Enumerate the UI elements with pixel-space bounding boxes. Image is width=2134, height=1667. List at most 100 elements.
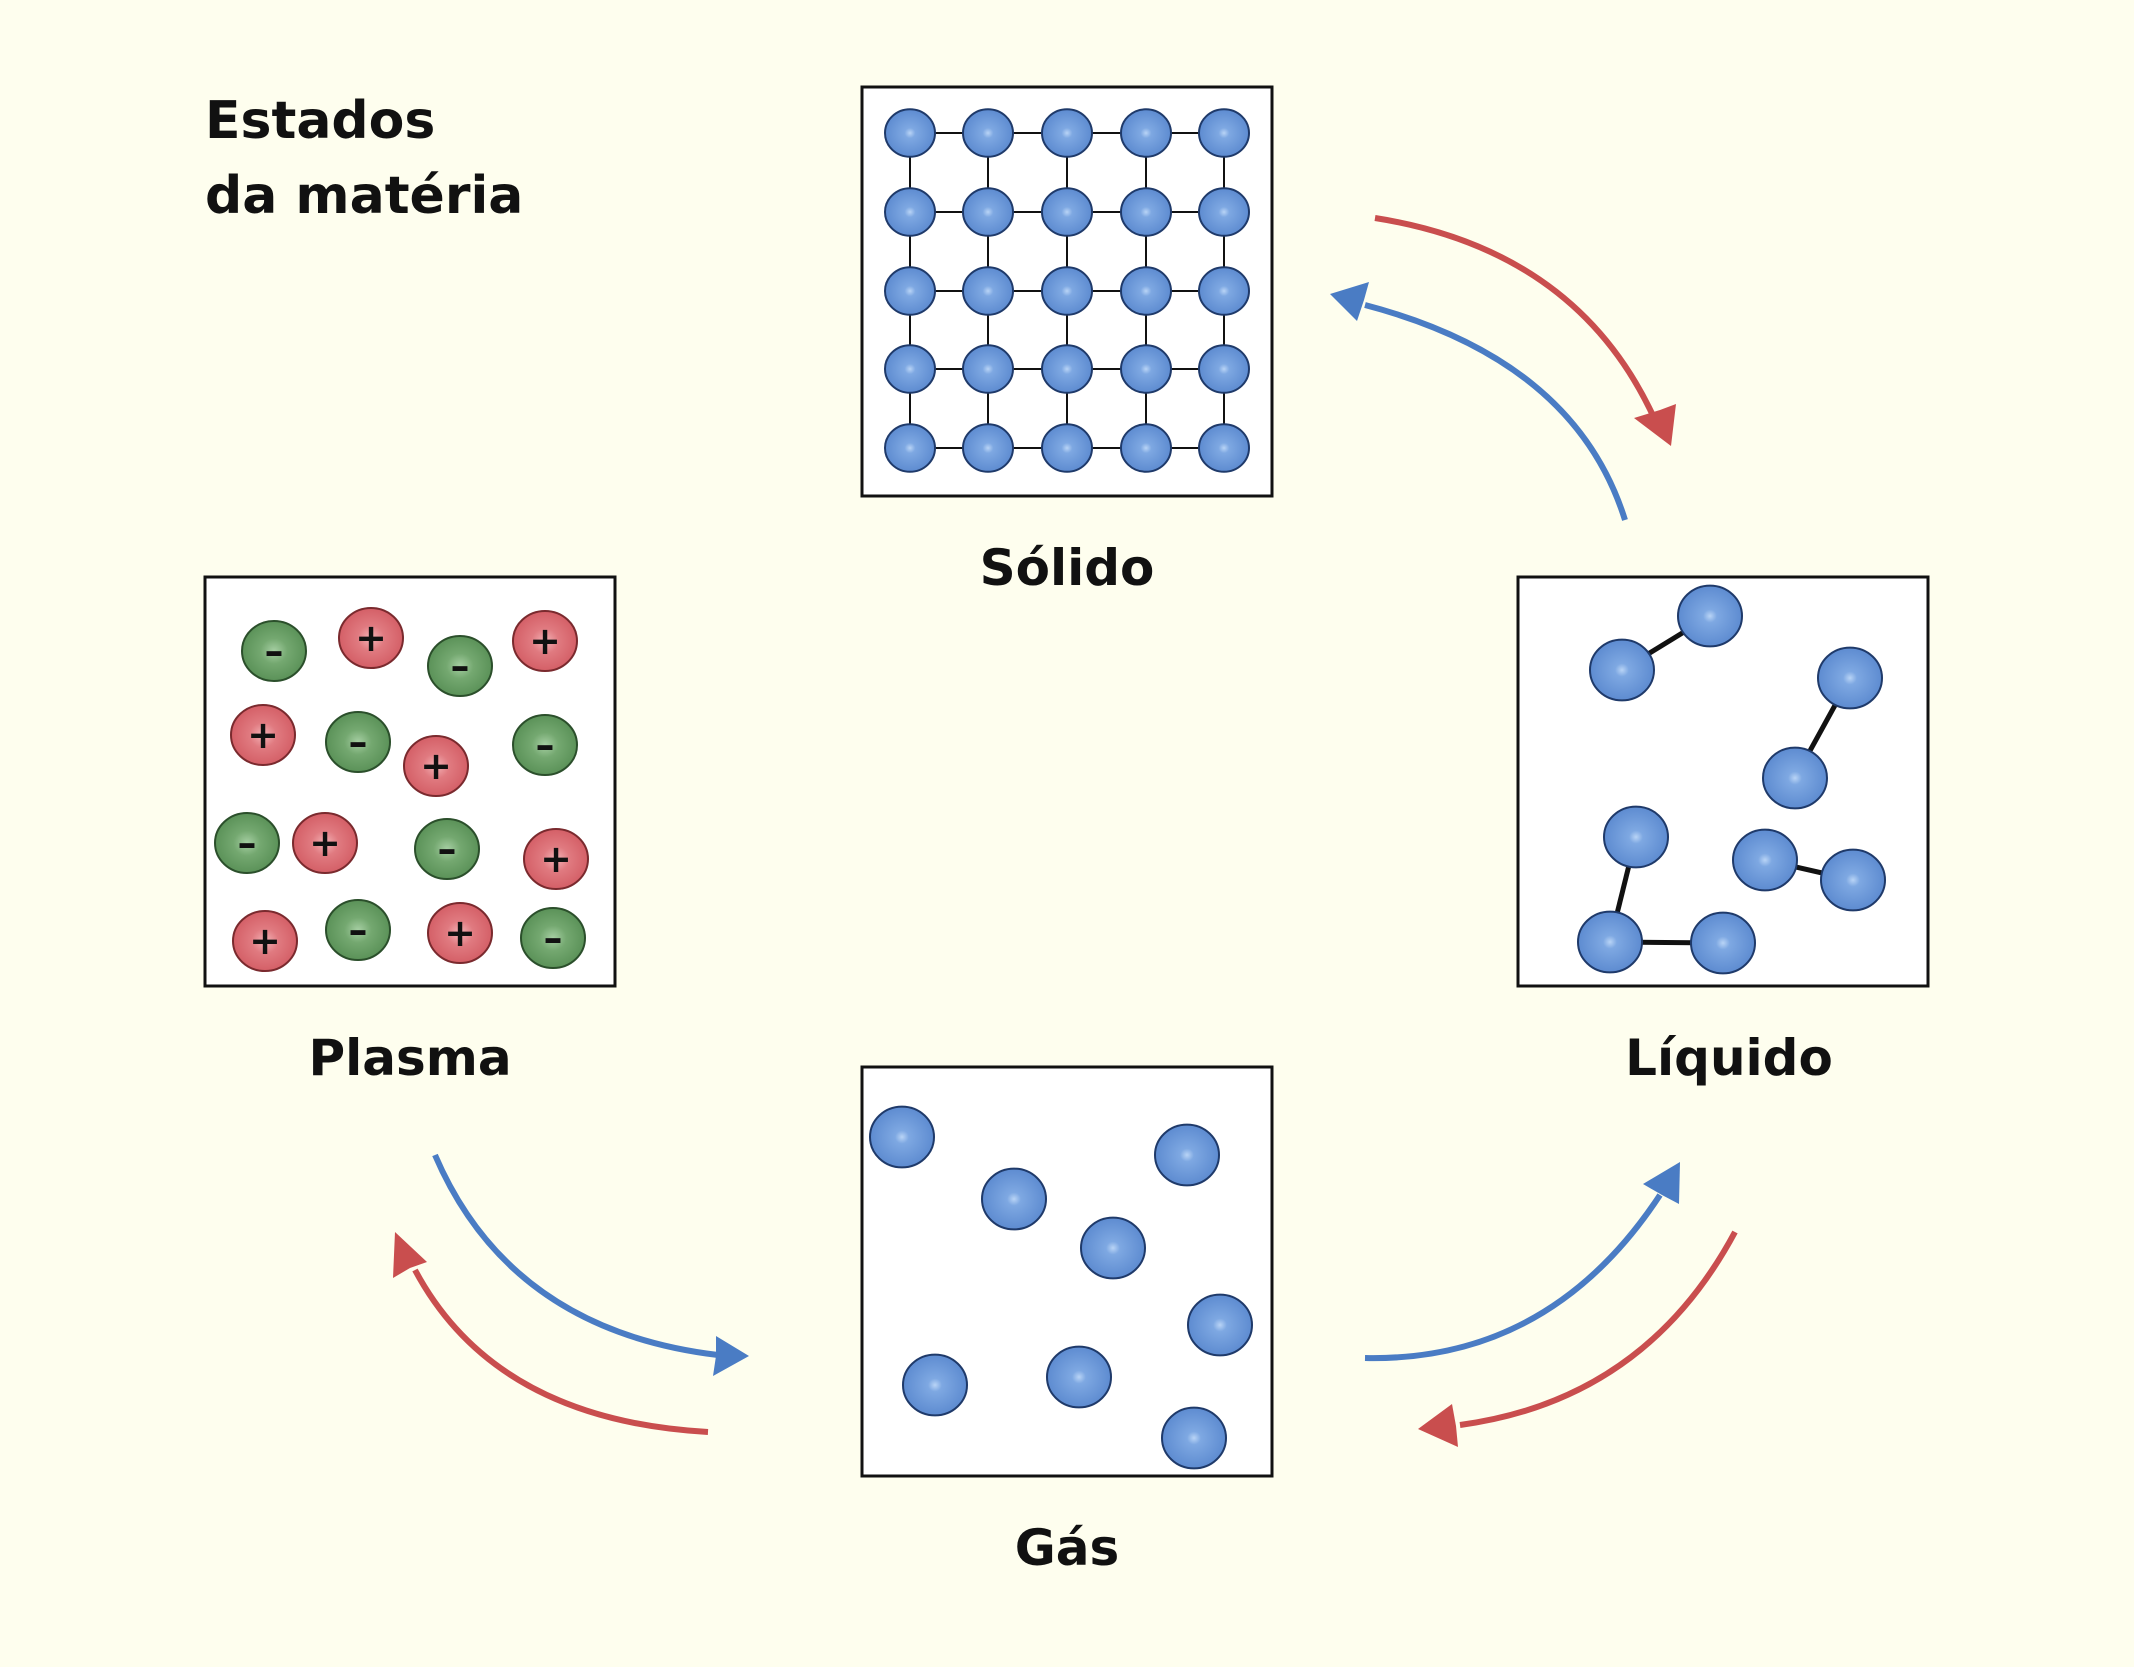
gas-particle — [981, 1167, 1047, 1231]
solid-particle — [1120, 344, 1172, 394]
solid-particle — [962, 344, 1014, 394]
arrow-plasma-to-gas — [432, 1153, 749, 1376]
solid-particles — [884, 108, 1250, 473]
minus-sign-icon: – — [265, 629, 284, 673]
solid-particle — [1041, 266, 1093, 316]
solid-particle — [1198, 423, 1250, 473]
solid-particle — [1041, 108, 1093, 158]
blue-arrow-icon — [1330, 282, 1369, 321]
solid-particle — [884, 108, 936, 158]
plus-sign-icon: + — [247, 713, 279, 757]
liquid-state-box — [1516, 575, 1930, 988]
solid-state-box — [860, 85, 1274, 498]
solid-particle — [884, 266, 936, 316]
gas-particle — [902, 1353, 968, 1417]
negative-ion: – — [214, 812, 280, 874]
solid-particle — [1041, 423, 1093, 473]
minus-sign-icon: – — [349, 720, 368, 764]
liquid-particles — [1577, 584, 1886, 975]
plus-sign-icon: + — [529, 619, 561, 663]
arrow-liquid-to-solid — [1330, 282, 1628, 521]
solid-particle — [962, 266, 1014, 316]
gas-particle — [1161, 1406, 1227, 1470]
arrow-solid-to-liquid — [1374, 215, 1676, 446]
positive-ion: + — [512, 610, 578, 672]
liquid-label: Líquido — [1625, 1029, 1833, 1087]
solid-particle — [1198, 266, 1250, 316]
positive-ion: + — [232, 910, 298, 972]
red-arrow-icon — [1634, 404, 1676, 446]
minus-sign-icon: – — [349, 908, 368, 952]
title-line-1: Estados — [205, 91, 435, 151]
solid-particle — [1198, 108, 1250, 158]
plus-sign-icon: + — [355, 616, 387, 660]
gas-particles — [869, 1105, 1253, 1470]
negative-ion: – — [512, 714, 578, 776]
title-line-2: da matéria — [205, 166, 523, 226]
plus-sign-icon: + — [444, 911, 476, 955]
liquid-particle — [1577, 910, 1643, 974]
negative-ion: – — [414, 818, 480, 880]
plasma-label: Plasma — [308, 1029, 511, 1087]
red-arrow-icon — [393, 1232, 427, 1278]
plus-sign-icon: + — [540, 837, 572, 881]
liquid-particle — [1817, 646, 1883, 710]
arrow-gas-to-liquid — [1364, 1162, 1680, 1362]
liquid-particle — [1690, 911, 1756, 975]
liquid-particle — [1732, 828, 1798, 892]
minus-sign-icon: – — [536, 723, 555, 767]
solid-label: Sólido — [980, 539, 1155, 597]
positive-ion: + — [523, 828, 589, 890]
solid-particle — [884, 344, 936, 394]
gas-label: Gás — [1015, 1519, 1120, 1577]
negative-ion: – — [520, 907, 586, 969]
minus-sign-icon: – — [438, 827, 457, 871]
solid-particle — [1198, 187, 1250, 237]
positive-ion: + — [292, 812, 358, 874]
gas-particle — [1154, 1123, 1220, 1187]
solid-particle — [884, 423, 936, 473]
negative-ion: – — [427, 635, 493, 697]
liquid-particle — [1677, 584, 1743, 648]
positive-ion: + — [403, 735, 469, 797]
solid-particle — [1041, 344, 1093, 394]
solid-particle — [1120, 266, 1172, 316]
liquid-particle — [1820, 848, 1886, 912]
plus-sign-icon: + — [420, 744, 452, 788]
solid-particle — [1120, 423, 1172, 473]
plus-sign-icon: + — [309, 821, 341, 865]
arrow-gas-to-plasma — [393, 1232, 709, 1435]
solid-particle — [1198, 344, 1250, 394]
solid-particle — [1041, 187, 1093, 237]
negative-ion: – — [325, 711, 391, 773]
minus-sign-icon: – — [544, 916, 563, 960]
solid-particle — [1120, 108, 1172, 158]
liquid-particle — [1589, 638, 1655, 702]
negative-ion: – — [241, 620, 307, 682]
gas-particle — [1080, 1216, 1146, 1280]
plus-sign-icon: + — [249, 919, 281, 963]
gas-state-box — [860, 1065, 1274, 1478]
blue-arrow-icon — [713, 1336, 749, 1376]
minus-sign-icon: – — [238, 821, 257, 865]
red-arrow-icon — [1418, 1404, 1458, 1447]
negative-ion: – — [325, 899, 391, 961]
gas-particle — [1046, 1345, 1112, 1409]
positive-ion: + — [338, 607, 404, 669]
gas-particle — [869, 1105, 935, 1169]
solid-particle — [1120, 187, 1172, 237]
liquid-particle — [1603, 805, 1669, 869]
solid-particle — [962, 108, 1014, 158]
minus-sign-icon: – — [451, 644, 470, 688]
positive-ion: + — [427, 902, 493, 964]
positive-ion: + — [230, 704, 296, 766]
liquid-particle — [1762, 746, 1828, 810]
plasma-particles: –+–++–+––+–++–+– — [214, 607, 589, 972]
solid-particle — [884, 187, 936, 237]
solid-particle — [962, 187, 1014, 237]
arrow-liquid-to-gas — [1418, 1230, 1738, 1447]
solid-particle — [962, 423, 1014, 473]
blue-arrow-icon — [1643, 1162, 1680, 1204]
gas-particle — [1187, 1293, 1253, 1357]
